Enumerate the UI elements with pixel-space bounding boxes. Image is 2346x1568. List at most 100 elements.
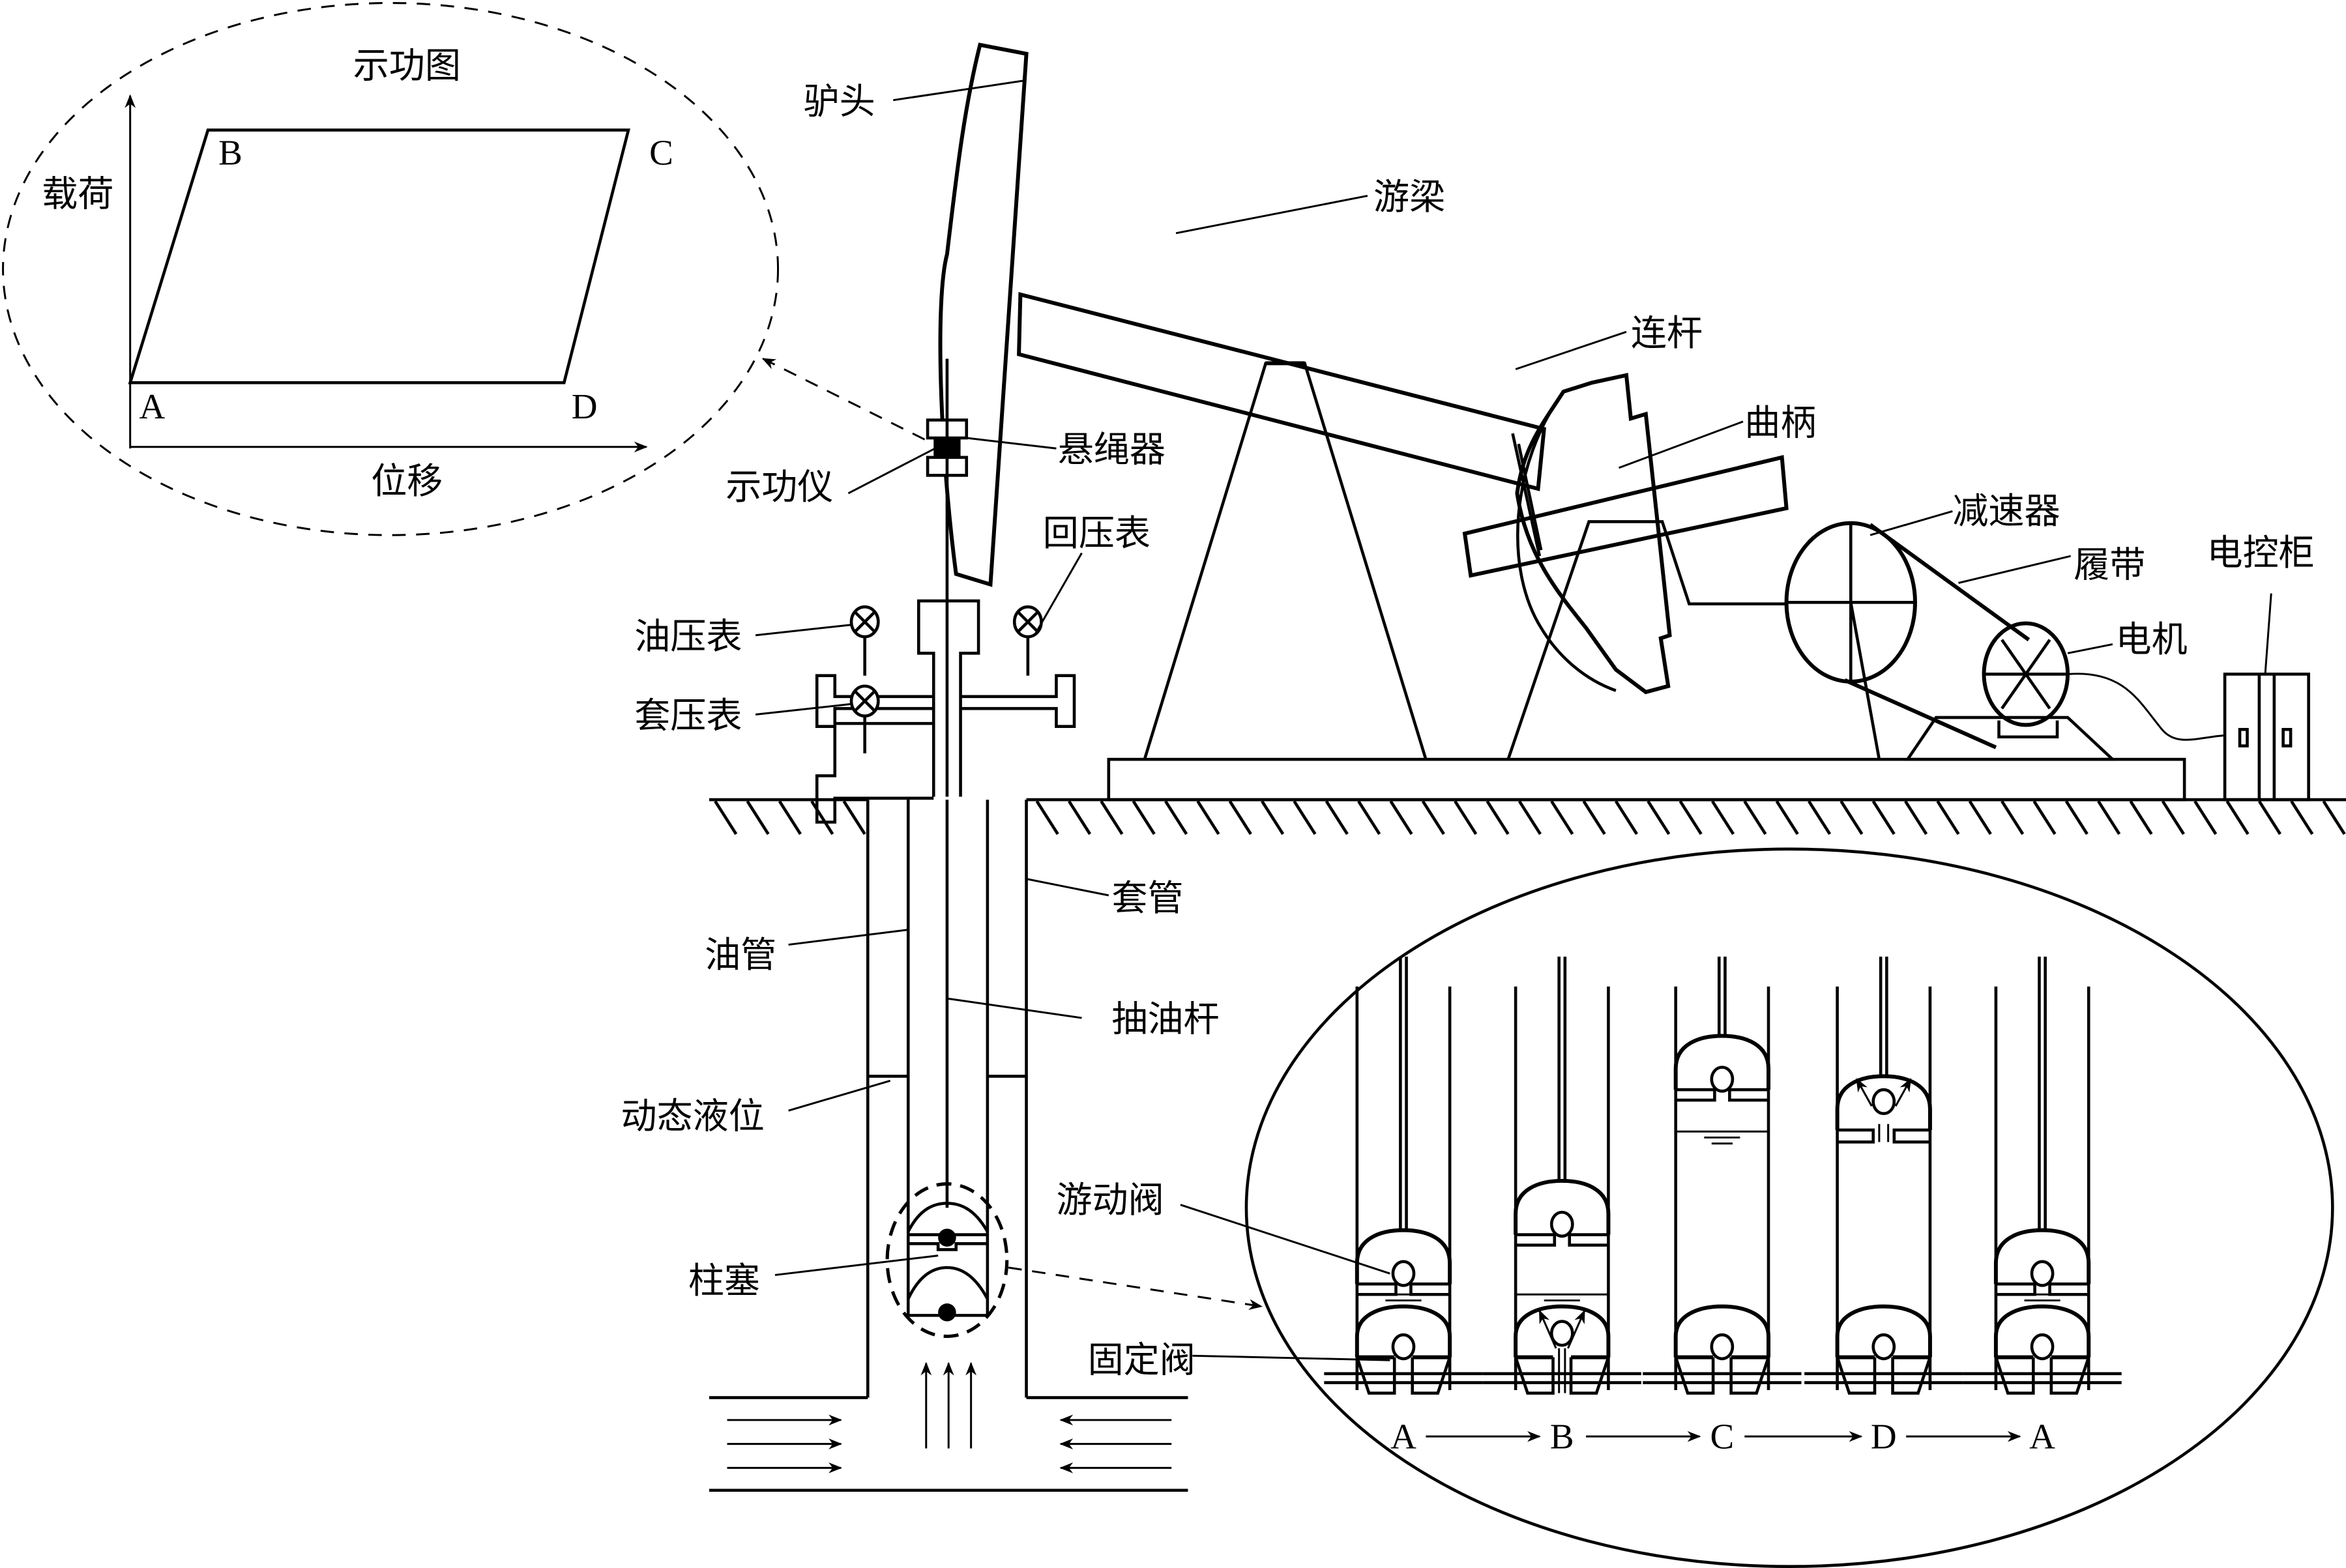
traveling-valve-seat: [1675, 1088, 1769, 1102]
hatch-stroke: [1325, 800, 1349, 835]
hatch-stroke: [1068, 800, 1092, 835]
pitman-lower: [1511, 433, 1542, 557]
card-callout-line: [761, 358, 926, 441]
label-traveling-valve: 游动阀: [1056, 1179, 1164, 1221]
shoe-right: [1411, 1356, 1452, 1395]
pump-stage: [1324, 956, 1483, 1395]
hatch-stroke: [2097, 800, 2121, 835]
hatch-stroke: [842, 800, 866, 835]
horse-head: [938, 42, 1029, 587]
hatch-stroke: [1775, 800, 1799, 835]
label-walking-beam: 游梁: [1373, 176, 1445, 218]
label-crank: 曲柄: [1744, 401, 1816, 443]
hatch-stroke: [1614, 800, 1638, 835]
pump-stage: [1643, 956, 1802, 1395]
base-skid: [1107, 757, 2186, 802]
hatch-stroke: [1164, 800, 1188, 835]
hatch-stroke: [2001, 800, 2025, 835]
shoe-left: [1674, 1356, 1715, 1395]
label-pitman: 连杆: [1631, 312, 1703, 354]
dynamometer-card: 示功图 载荷 位移 A B C D: [2, 2, 926, 536]
label-control-cabinet: 电控柜: [2207, 532, 2315, 573]
pump-stage: [1963, 956, 2122, 1395]
traveling-valve-ball: [1549, 1210, 1574, 1238]
crank-arc: [1516, 390, 1617, 692]
plunger-callout-line: [1008, 1266, 1263, 1311]
card-point-d: D: [572, 386, 598, 426]
label-plunger: 柱塞: [688, 1260, 760, 1301]
standing-valve-ball: [1391, 1333, 1416, 1361]
casing-pressure-gauge: [849, 684, 880, 753]
standing-valve-ball: [1710, 1333, 1735, 1361]
hatch-stroke: [1711, 800, 1735, 835]
traveling-valve-seat: [1516, 1233, 1609, 1247]
sequence-step: A: [2029, 1417, 2055, 1457]
belt-upper: [1869, 523, 2031, 642]
motor-spoke-3: [2001, 639, 2051, 710]
card-dashed-outline: [2, 2, 780, 536]
hatch-stroke: [1132, 800, 1156, 835]
pump-stage: [1804, 956, 1963, 1395]
hatch-stroke: [2064, 800, 2089, 835]
hatch-stroke: [1550, 800, 1574, 835]
hatch-stroke: [1582, 800, 1606, 835]
label-belt: 履带: [2074, 544, 2145, 585]
crank-counterweight: [1515, 373, 1672, 695]
label-back-pressure-gauge: 回压表: [1043, 512, 1151, 554]
hatch-stroke: [1228, 800, 1252, 835]
control-cabinet: [2223, 673, 2310, 802]
shoe-left: [1355, 1356, 1396, 1395]
label-motor: 电机: [2116, 618, 2188, 660]
traveling-valve-seat: [1837, 1128, 1930, 1144]
flow-arrow: [1538, 1309, 1557, 1349]
walking-beam: [1017, 292, 1546, 491]
hatch-stroke: [1486, 800, 1510, 835]
leader-lines: [755, 80, 2272, 1361]
hatch-stroke: [746, 800, 770, 835]
label-dynamometer: 示功仪: [726, 466, 833, 508]
detail-outline: [1244, 847, 2334, 1568]
wellhead: [815, 599, 1076, 824]
hatch-stroke: [2193, 800, 2218, 835]
hatch-stroke: [1647, 800, 1671, 835]
hatch-stroke: [810, 800, 834, 835]
card-point-c: C: [649, 132, 673, 172]
standing-valve-cage: [1514, 1304, 1611, 1357]
displacement-axis-label: 位移: [371, 460, 443, 502]
plunger-body: [1993, 1228, 2091, 1285]
traveling-valve-ball: [1391, 1260, 1416, 1287]
shoe-right: [2049, 1356, 2090, 1395]
hatch-stroke: [1261, 800, 1285, 835]
pump-stages: [1324, 956, 2122, 1395]
label-horse-head: 驴头: [804, 80, 875, 122]
hatch-stroke: [1357, 800, 1381, 835]
hatch-stroke: [778, 800, 802, 835]
shoe-left: [1994, 1356, 2035, 1395]
gearbox-support: [1506, 520, 1788, 760]
casing-outlet: [815, 721, 934, 824]
back-pressure-gauge: [1012, 605, 1043, 676]
standing-valve-cage: [1993, 1304, 2091, 1357]
plunger-body: [1355, 1228, 1452, 1285]
standing-valve-ball: [1549, 1320, 1574, 1347]
hatch-stroke: [1100, 800, 1124, 835]
pump-stage: [1482, 956, 1641, 1395]
hatch-stroke: [2322, 800, 2346, 835]
hatch-stroke: [1389, 800, 1413, 835]
hatch-stroke: [2225, 800, 2250, 835]
standing-valve-ball: [2030, 1333, 2055, 1361]
label-dynamic-fluid-level: 动态液位: [621, 1096, 765, 1137]
label-standing-valve: 固定阀: [1088, 1339, 1195, 1381]
sequence-step: C: [1710, 1417, 1735, 1457]
shoe-right: [1891, 1356, 1932, 1395]
hatch-stroke: [714, 800, 738, 835]
hatch-stroke: [1743, 800, 1767, 835]
flow-arrow: [1894, 1078, 1912, 1107]
hatch-stroke: [1679, 800, 1703, 835]
wellhead-tee: [917, 599, 980, 797]
sequence-step: B: [1550, 1417, 1574, 1457]
card-loop: [128, 128, 630, 385]
hatch-stroke: [1968, 800, 1992, 835]
traveling-valve-ball: [1871, 1088, 1896, 1116]
